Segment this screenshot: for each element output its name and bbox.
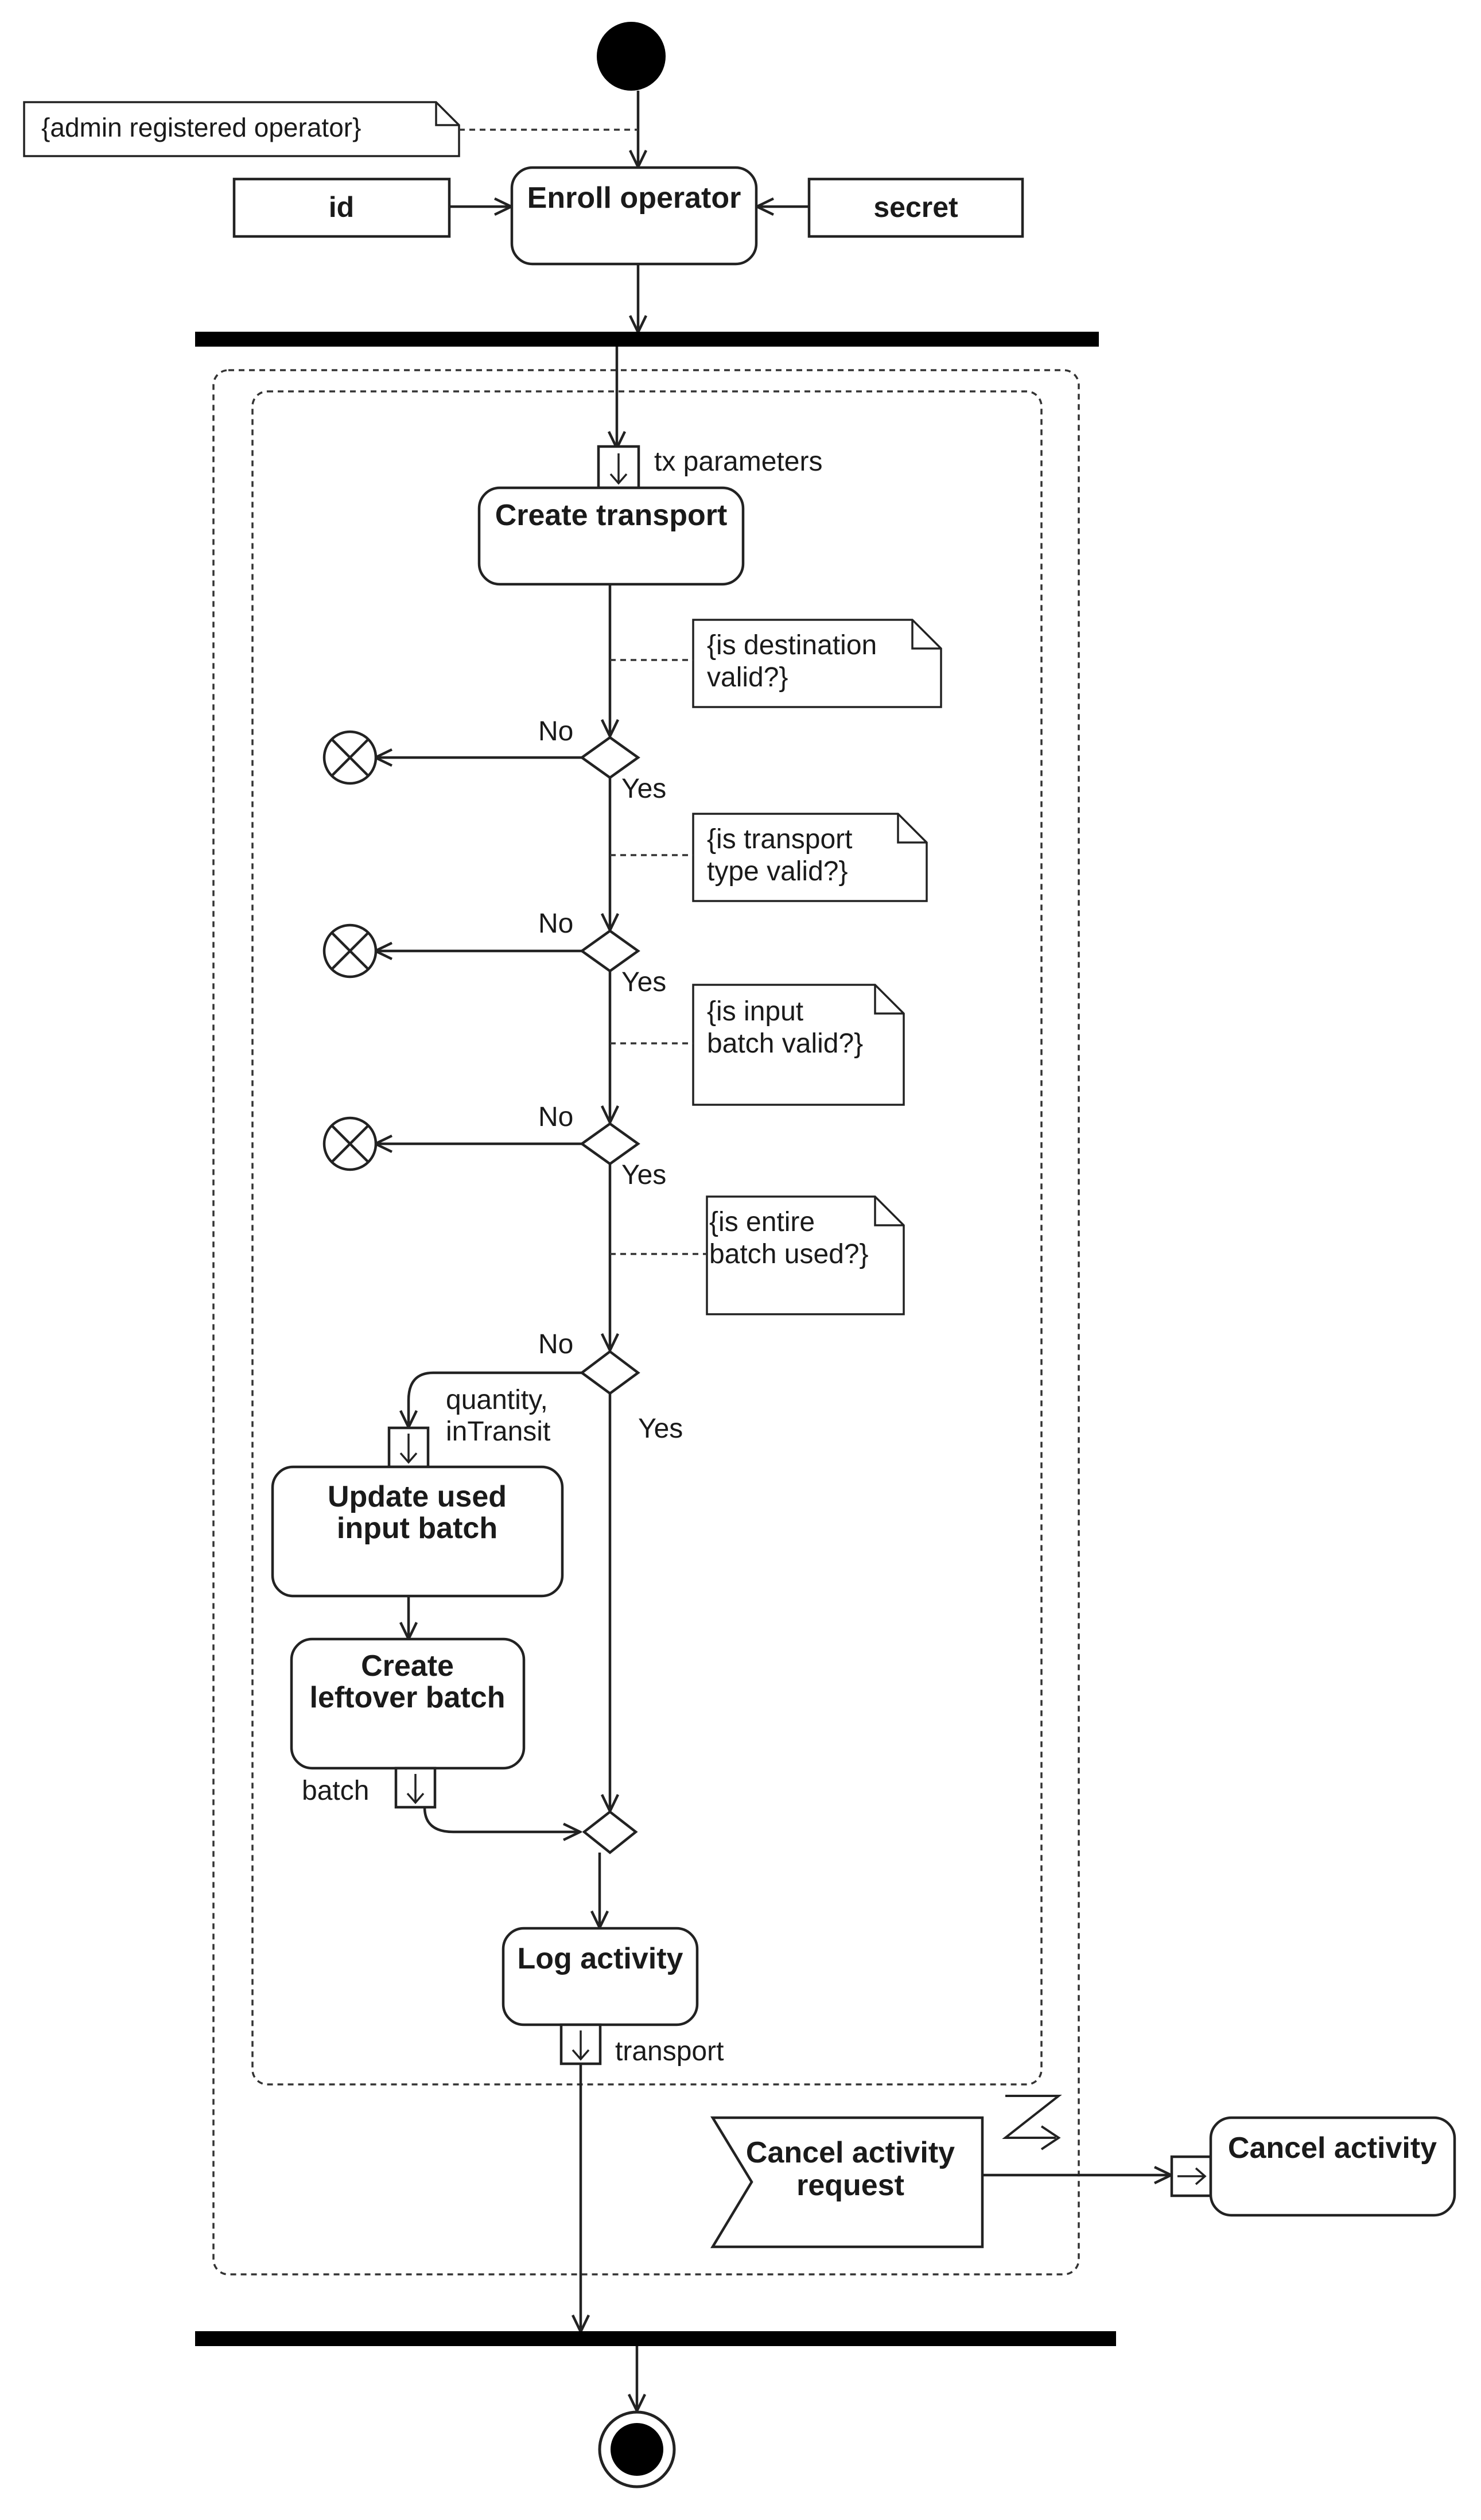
action-update-line1: Update used [328, 1480, 507, 1513]
action-cancel-activity [1209, 2116, 1456, 2217]
action-create-transport-label: Create transport [495, 499, 728, 532]
guard-entire-yes: Yes [638, 1414, 683, 1444]
pin-batch-label: batch [302, 1776, 369, 1806]
note-admin-text: {admin registered operator} [41, 112, 361, 142]
note-entire-batch [706, 1195, 905, 1315]
action-leftover-line2: leftover batch [310, 1681, 506, 1714]
guard-dest-no: No [538, 716, 573, 747]
pin-quantity-label: quantity, [446, 1385, 548, 1415]
pin-tx-label: tx parameters [654, 446, 822, 477]
note-destination-line2: valid?} [707, 662, 788, 693]
join-bar [195, 2331, 1116, 2346]
guard-type-no: No [538, 908, 573, 939]
guard-dest-yes: Yes [621, 774, 666, 804]
action-leftover-line1: Create [361, 1649, 454, 1683]
guard-input-no: No [538, 1102, 573, 1132]
note-input-batch [692, 984, 905, 1106]
note-type-line1: {is transport [707, 824, 852, 855]
note-destination-line1: {is destination [707, 630, 877, 661]
action-enroll-operator [510, 166, 758, 266]
action-update-line2: input batch [337, 1512, 497, 1545]
note-type-line2: type valid?} [707, 856, 848, 887]
decision-destination [580, 736, 640, 779]
interrupt-edge-icon [1002, 2095, 1062, 2139]
pin-in-transit-label: inTransit [446, 1416, 550, 1447]
note-destination [692, 619, 942, 708]
decision-entire-batch [580, 1350, 640, 1395]
flow-entire-no [409, 1371, 582, 1427]
guard-input-yes: Yes [621, 1160, 666, 1190]
object-id [232, 177, 451, 238]
decision-input-batch [580, 1122, 640, 1166]
signal-cancel-activity-request [710, 2116, 984, 2249]
signal-line2: request [796, 2169, 904, 2202]
decision-transport-type [580, 929, 640, 973]
flow-batch-to-merge [423, 1807, 580, 1832]
interruptible-region [212, 369, 1080, 2276]
flow-final-2 [322, 923, 378, 979]
action-update-used-input-batch [271, 1465, 564, 1598]
merge-node [582, 1810, 638, 1854]
object-secret-label: secret [873, 191, 958, 223]
expansion-region [251, 390, 1043, 2086]
pin-transport-label: transport [615, 2036, 724, 2067]
flow-final-3 [322, 1116, 378, 1171]
note-entire-line1: {is entire [709, 1207, 815, 1237]
action-enroll-label: Enroll operator [527, 181, 741, 215]
object-id-label: id [329, 191, 354, 223]
note-input-line2: batch valid?} [707, 1028, 863, 1059]
note-transport-type [692, 813, 928, 902]
note-entire-line2: batch used?} [709, 1239, 869, 1269]
activity-final-node [598, 2410, 676, 2488]
note-input-line1: {is input [707, 996, 803, 1027]
note-admin-registered [23, 101, 460, 157]
fork-bar [195, 332, 1099, 347]
initial-node [597, 22, 666, 91]
action-log-label: Log activity [518, 1942, 683, 1975]
flow-final-1 [322, 730, 378, 785]
guard-entire-no: No [538, 1329, 573, 1360]
action-cancel-label: Cancel activity [1228, 2131, 1437, 2165]
signal-line1: Cancel activity [746, 2136, 955, 2169]
guard-type-yes: Yes [621, 967, 666, 997]
